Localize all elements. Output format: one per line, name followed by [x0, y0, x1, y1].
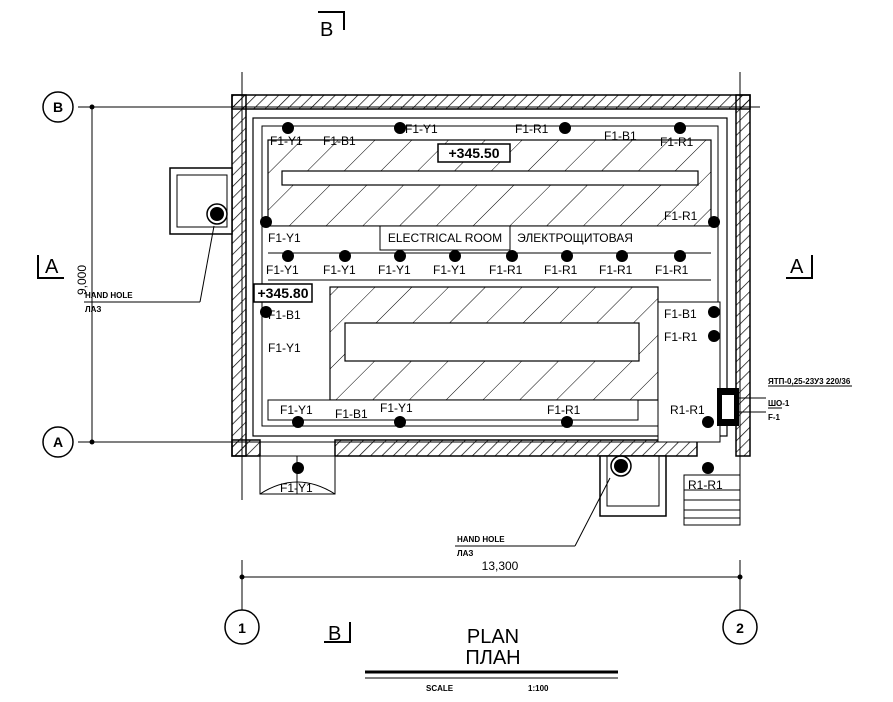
scale-value: 1:100	[528, 684, 549, 693]
section-mark-bottom: B	[324, 622, 351, 645]
fixture-label: F1-B1	[335, 407, 368, 421]
hand-hole-left-leader: HAND HOLE ЛАЗ	[84, 225, 215, 314]
fixture-label: F1-Y1	[266, 263, 299, 277]
fixture-label: F1-R1	[664, 209, 698, 223]
elevation-lower-label: +345.80	[258, 285, 309, 301]
fixture-label: F1-R1	[544, 263, 578, 277]
hand-hole-left	[169, 167, 233, 235]
fixture-label: F1-Y1	[405, 122, 438, 136]
fixture-row-top: F1-Y1 F1-B1 F1-Y1 F1-R1 F1-B1 F1-R1	[270, 122, 694, 149]
building-walls	[231, 94, 751, 457]
section-mark-top: B	[318, 11, 345, 41]
room-name-en: ELECTRICAL ROOM	[388, 231, 502, 245]
fixture-label: F1-R1	[489, 263, 523, 277]
fixture-label: F1-B1	[268, 308, 301, 322]
elevation-lower: +345.80	[253, 283, 313, 303]
electrical-panel: ЯТП-0,25-23У3 220/36 ШО-1 F-1	[717, 377, 852, 426]
room-name-ru: ЭЛЕКТРОЩИТОВАЯ	[517, 231, 633, 245]
axis-a-label: A	[53, 434, 63, 450]
fixture-col-right: F1-R1 F1-B1 F1-R1	[664, 209, 720, 344]
section-mark-right-label: A	[790, 256, 804, 278]
fixture-outside: F1-Y1 R1-R1	[280, 462, 723, 495]
room-label: ELECTRICAL ROOM ЭЛЕКТРОЩИТОВАЯ	[379, 225, 633, 251]
fixture-col-left: F1-Y1 F1-B1 F1-Y1	[260, 216, 301, 355]
fixture-label: F1-B1	[323, 134, 356, 148]
fixture-label: R1-R1	[670, 403, 705, 417]
hand-hole-bottom	[599, 455, 667, 517]
fixture-label: F1-Y1	[270, 134, 303, 148]
hand-hole-left-en: HAND HOLE	[85, 291, 133, 300]
axis-a-bubble: A	[42, 426, 74, 458]
axis-2-label: 2	[736, 620, 744, 636]
fixture-label: F1-Y1	[380, 401, 413, 415]
axis-b-label: B	[53, 99, 63, 115]
fixture-label: R1-R1	[688, 478, 723, 492]
fixture-label: F1-Y1	[433, 263, 466, 277]
steps	[683, 474, 741, 526]
fixture-label: F1-B1	[664, 307, 697, 321]
scale-label: SCALE	[426, 684, 454, 693]
fixture-label: F1-Y1	[323, 263, 356, 277]
fixture-label: F1-R1	[660, 135, 694, 149]
title-ru: ПЛАН	[465, 647, 520, 669]
section-mark-bottom-label: B	[328, 623, 341, 645]
fixture-row-mid: F1-Y1 F1-Y1 F1-Y1 F1-Y1 F1-R1 F1-R1 F1-R…	[266, 250, 689, 277]
hand-hole-bottom-leader: HAND HOLE ЛАЗ	[455, 477, 611, 558]
fixture-label: F1-R1	[547, 403, 581, 417]
fixture-label: F1-B1	[604, 129, 637, 143]
fixture-label: F1-Y1	[378, 263, 411, 277]
fixture-label: F1-R1	[515, 122, 549, 136]
section-mark-right: A	[786, 255, 813, 279]
section-mark-left-label: A	[45, 256, 59, 278]
dimension-width: 13,300	[239, 559, 743, 580]
hand-hole-left-ru: ЛАЗ	[85, 305, 101, 314]
axis-1-bubble: 1	[224, 609, 260, 645]
fixture-label: F1-R1	[664, 330, 698, 344]
section-mark-left: A	[37, 255, 64, 279]
panel-fuse-label: F-1	[768, 413, 781, 422]
elevation-upper: +345.50	[437, 143, 511, 163]
panel-board-label: ШО-1	[768, 399, 790, 408]
fixture-label: F1-Y1	[280, 481, 313, 495]
dimension-height-label: 9,000	[75, 265, 89, 295]
elevation-upper-label: +345.50	[449, 145, 500, 161]
title-block: PLAN ПЛАН SCALE 1:100	[365, 626, 618, 693]
hand-hole-bottom-en: HAND HOLE	[457, 535, 505, 544]
fixture-label: F1-Y1	[268, 231, 301, 245]
equipment-zones	[267, 139, 721, 443]
fixture-label: F1-R1	[655, 263, 689, 277]
axis-b-bubble: B	[42, 91, 74, 123]
axis-1-label: 1	[238, 620, 246, 636]
hand-hole-bottom-ru: ЛАЗ	[457, 549, 473, 558]
axis-2-bubble: 2	[722, 609, 758, 645]
lighting-fixtures: F1-Y1 F1-B1 F1-Y1 F1-R1 F1-B1 F1-R1 F1-Y…	[260, 122, 723, 495]
panel-type-label: ЯТП-0,25-23У3 220/36	[768, 377, 851, 386]
fixture-label: F1-R1	[599, 263, 633, 277]
section-mark-top-label: B	[320, 19, 333, 41]
fixture-label: F1-Y1	[268, 341, 301, 355]
dimension-height: 9,000	[75, 104, 95, 445]
dimension-width-label: 13,300	[482, 559, 519, 573]
title-en: PLAN	[467, 626, 519, 648]
fixture-row-bottom: F1-Y1 F1-B1 F1-Y1 F1-R1 R1-R1	[280, 401, 714, 428]
fixture-label: F1-Y1	[280, 403, 313, 417]
